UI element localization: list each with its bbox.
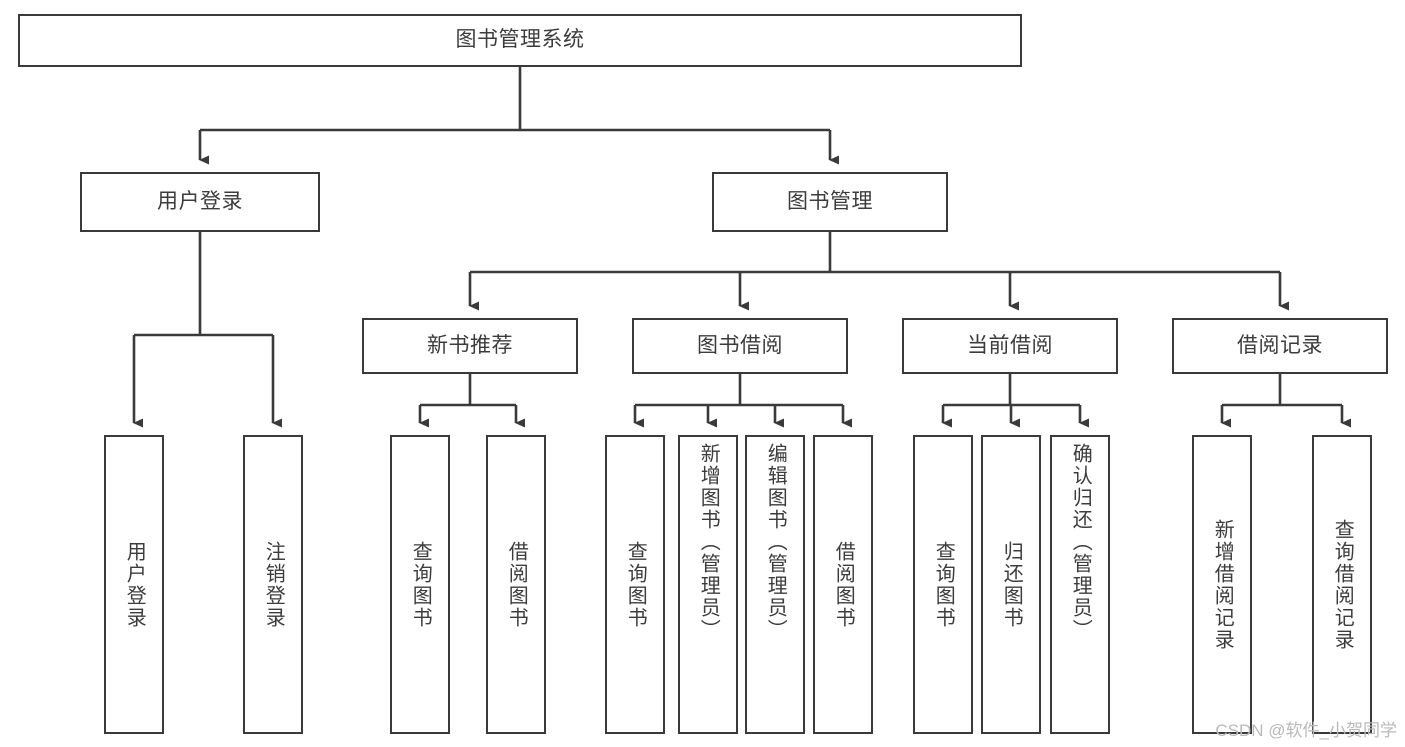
node-borrow-record[interactable]: 借阅记录 <box>1172 318 1388 374</box>
node-book-manage[interactable]: 图书管理 <box>712 172 948 232</box>
watermark-text: CSDN @软件_小贺同学 <box>1215 721 1397 740</box>
node-label: 查询借阅记录 <box>1331 518 1354 651</box>
node-label: 图书管理 <box>787 189 873 213</box>
node-root-system[interactable]: 图书管理系统 <box>18 14 1022 67</box>
leaf-return-book[interactable]: 归还图书 <box>981 435 1041 734</box>
leaf-borrow-book-borrow[interactable]: 借阅图书 <box>813 435 873 734</box>
node-label: 确认归还（管理员） <box>1069 443 1092 641</box>
node-label: 图书管理系统 <box>455 28 585 52</box>
node-current-borrow[interactable]: 当前借阅 <box>902 318 1118 374</box>
node-user-login[interactable]: 用户登录 <box>80 172 320 232</box>
node-label: 查询图书 <box>624 540 647 629</box>
leaf-user-login[interactable]: 用户登录 <box>104 435 164 734</box>
node-label: 查询图书 <box>409 540 432 629</box>
leaf-add-book-admin[interactable]: 新增图书（管理员） <box>678 435 738 734</box>
node-label: 借阅图书 <box>505 540 528 629</box>
node-label: 图书借阅 <box>697 333 783 357</box>
node-label: 用户登录 <box>157 189 243 213</box>
node-label: 当前借阅 <box>967 333 1053 357</box>
leaf-logout[interactable]: 注销登录 <box>243 435 303 734</box>
node-label: 借阅记录 <box>1237 333 1323 357</box>
node-label: 用户登录 <box>123 540 146 629</box>
node-book-borrow[interactable]: 图书借阅 <box>632 318 848 374</box>
leaf-edit-book-admin[interactable]: 编辑图书（管理员） <box>745 435 805 734</box>
node-label: 新书推荐 <box>427 333 513 357</box>
leaf-borrow-book-recommend[interactable]: 借阅图书 <box>486 435 546 734</box>
leaf-query-book-recommend[interactable]: 查询图书 <box>390 435 450 734</box>
node-label: 新增借阅记录 <box>1211 518 1234 651</box>
leaf-query-borrow-record[interactable]: 查询借阅记录 <box>1312 435 1372 734</box>
node-label: 借阅图书 <box>832 540 855 629</box>
node-label: 编辑图书（管理员） <box>764 443 787 641</box>
leaf-query-book-current[interactable]: 查询图书 <box>913 435 973 734</box>
leaf-query-book-borrow[interactable]: 查询图书 <box>605 435 665 734</box>
leaf-add-borrow-record[interactable]: 新增借阅记录 <box>1192 435 1252 734</box>
node-label: 归还图书 <box>1000 540 1023 629</box>
node-label: 注销登录 <box>262 540 285 629</box>
node-new-book-rec[interactable]: 新书推荐 <box>362 318 578 374</box>
node-label: 新增图书（管理员） <box>697 443 720 641</box>
leaf-confirm-return-admin[interactable]: 确认归还（管理员） <box>1050 435 1110 734</box>
node-label: 查询图书 <box>932 540 955 629</box>
